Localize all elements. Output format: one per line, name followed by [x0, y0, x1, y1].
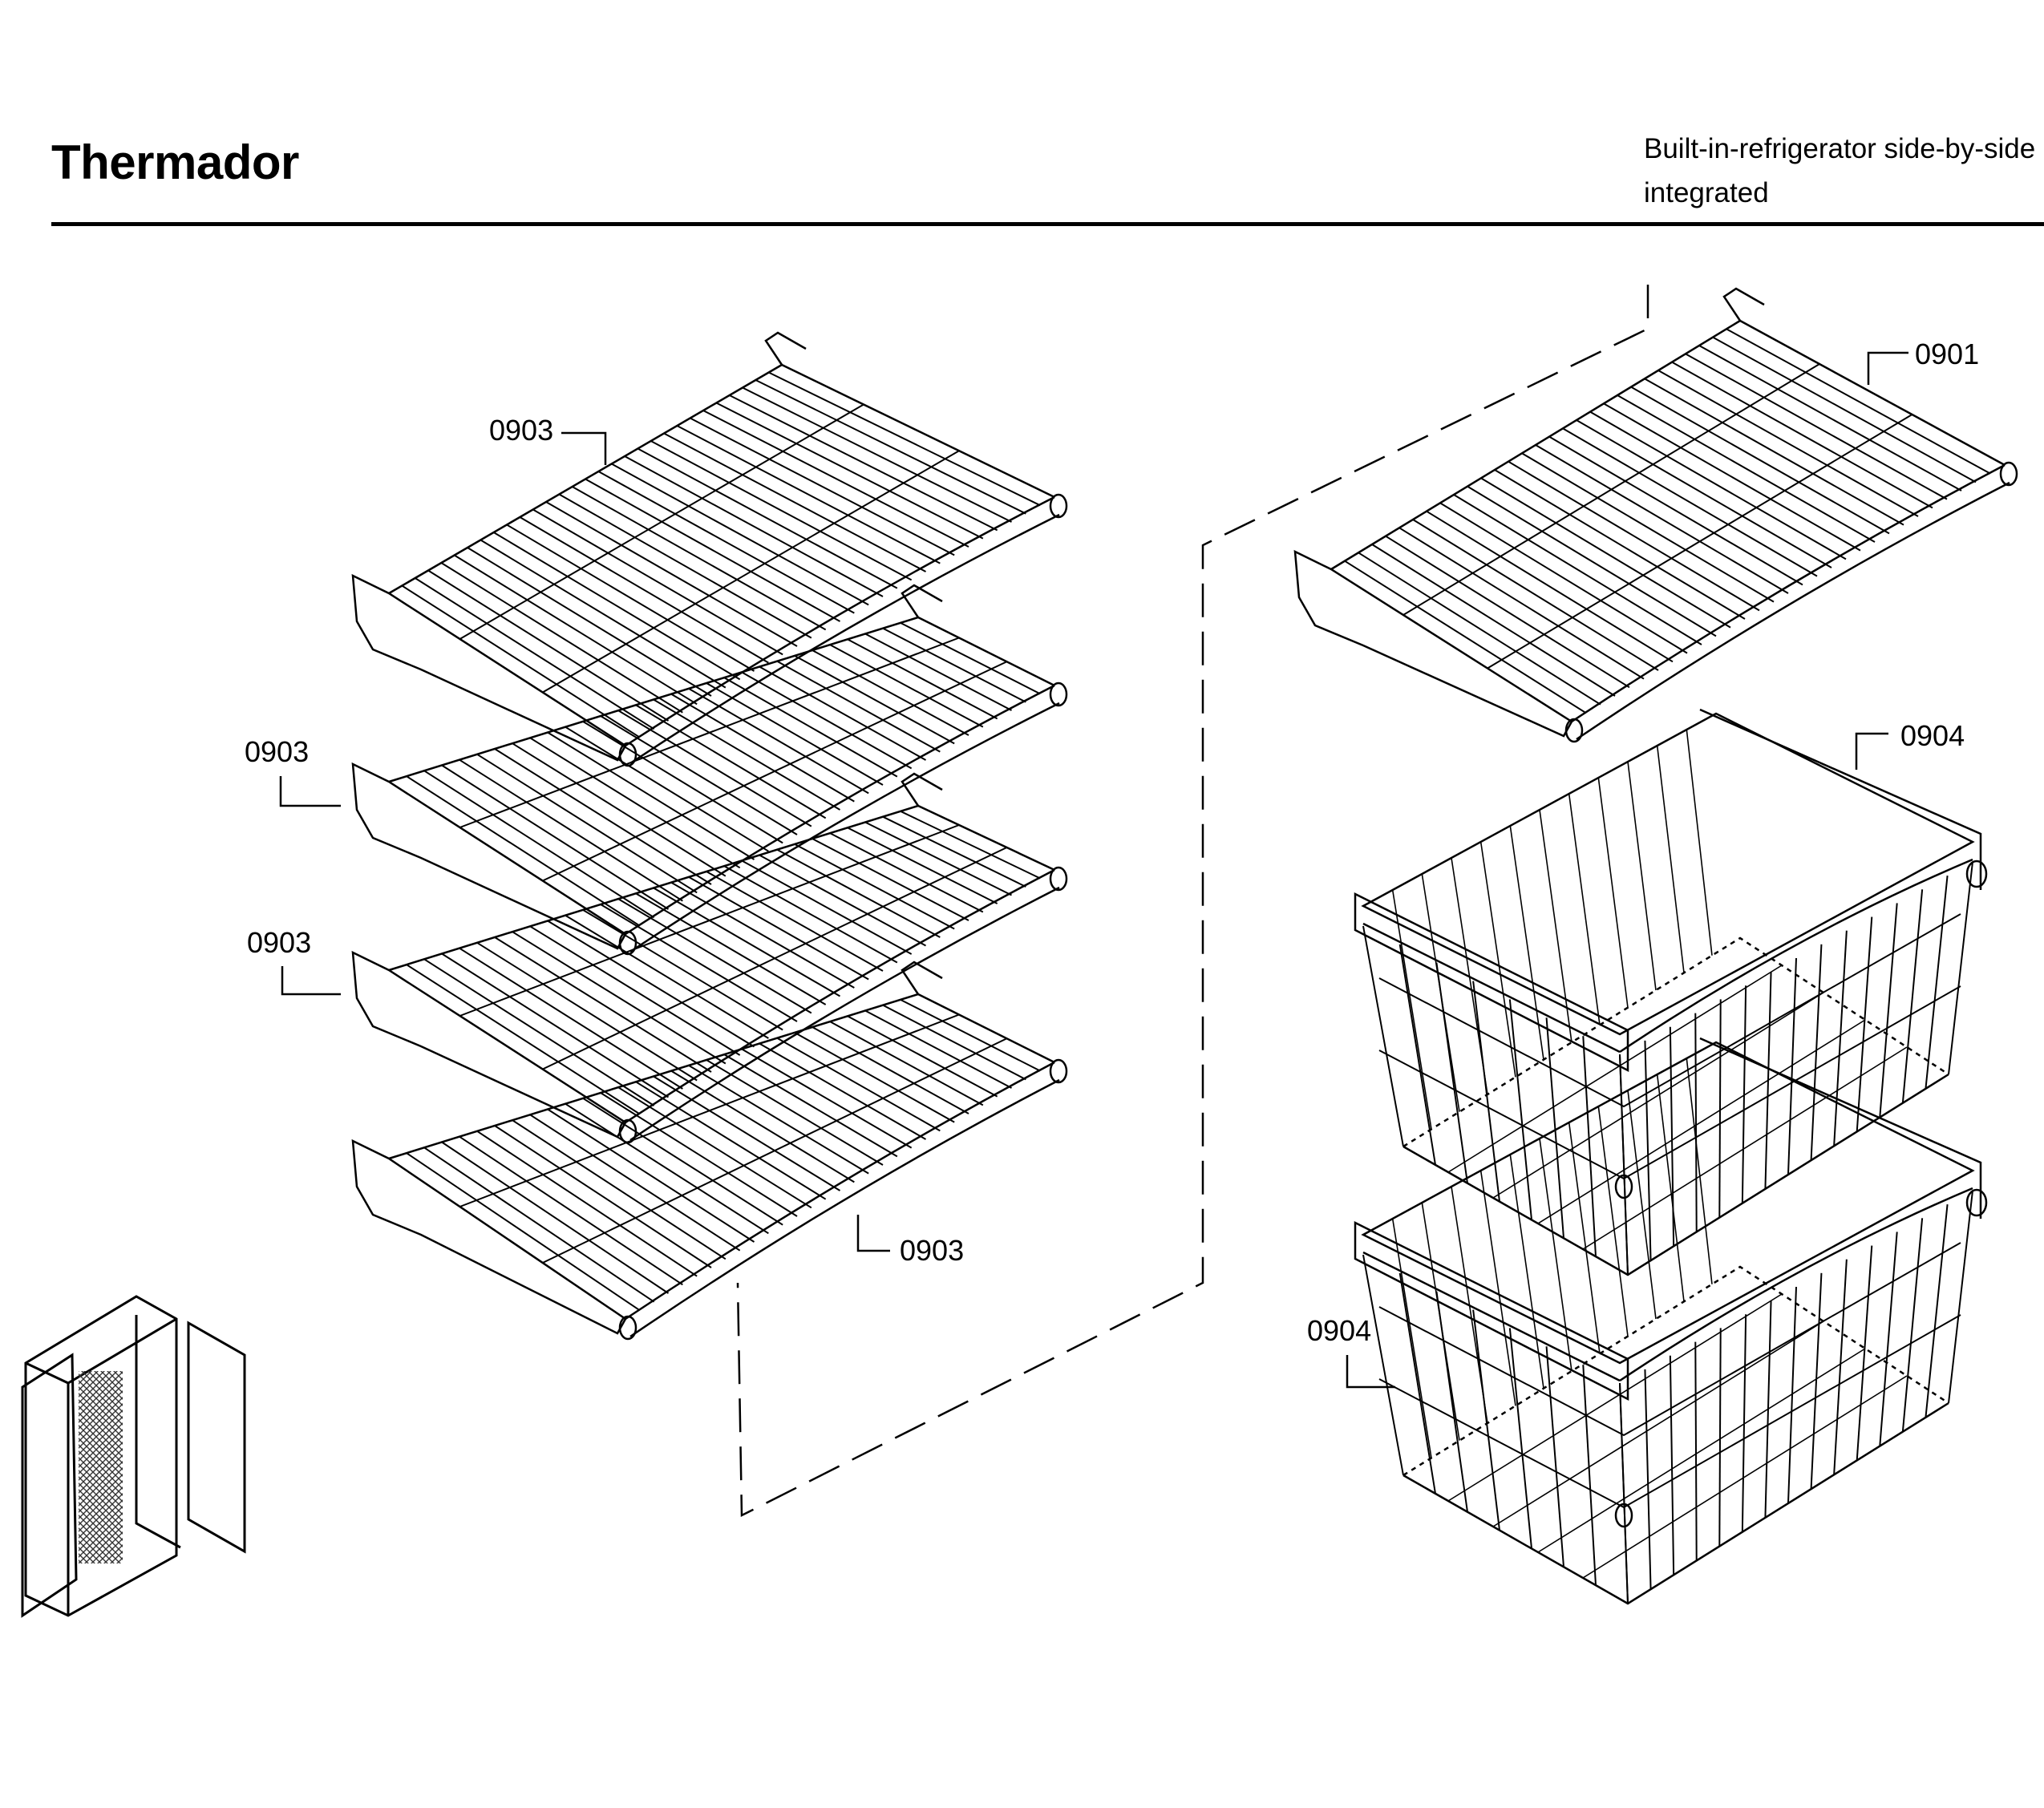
callout-0904-upper: 0904 — [1900, 719, 1965, 752]
refrigerator-shelf-2 — [351, 584, 1068, 956]
header-rule — [51, 222, 2044, 226]
model-line-1: Built-in-refrigerator side-by-side — [1644, 133, 2036, 164]
refrigerator-shelf-1 — [351, 331, 1068, 767]
callout-0904-lower: 0904 — [1307, 1314, 1371, 1347]
callout-0903-second: 0903 — [245, 735, 309, 768]
freezer-basket-upper — [1354, 708, 1988, 1276]
brand-logo: Thermador — [51, 135, 299, 189]
refrigerator-shelf-4 — [351, 961, 1068, 1341]
callout-0903-top: 0903 — [489, 414, 553, 447]
wire-baskets-group — [1354, 708, 1988, 1605]
refrigerator-shelf-3 — [351, 772, 1068, 1144]
callout-0903-bottom: 0903 — [900, 1234, 964, 1267]
wire-shelves-group — [351, 287, 2018, 1341]
freezer-basket-lower — [1354, 1037, 1988, 1605]
callout-0903-third: 0903 — [247, 926, 311, 959]
model-line-2: integrated — [1644, 177, 1769, 208]
callout-leaders — [279, 351, 1908, 1389]
callout-0901: 0901 — [1915, 338, 1979, 370]
freezer-shelf — [1293, 287, 2018, 743]
model-description: Built-in-refrigerator side-by-side integ… — [1644, 127, 2035, 215]
assembly-guide-dashed — [736, 285, 1649, 1518]
refrigerator-thumbnail — [21, 1295, 246, 1618]
